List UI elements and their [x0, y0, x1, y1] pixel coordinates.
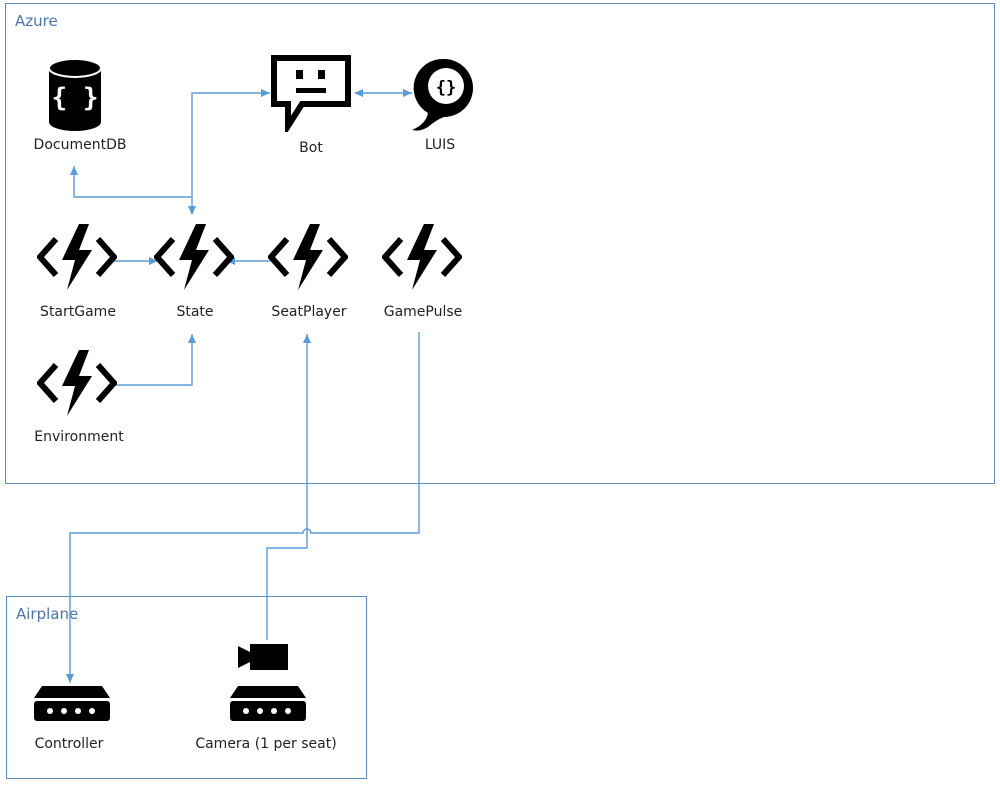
azure-group-title: Azure: [15, 12, 58, 30]
azure-group: Azure: [5, 3, 995, 484]
airplane-group-title: Airplane: [16, 605, 79, 623]
startgame-label: StartGame: [40, 304, 116, 320]
documentdb-label: DocumentDB: [33, 137, 127, 153]
svg-text:{}: {}: [436, 78, 456, 98]
gamepulse-label: GamePulse: [383, 304, 463, 320]
database-icon: { }: [48, 58, 102, 131]
luis-icon: {}: [412, 58, 474, 131]
camera-label: Camera (1 per seat): [195, 736, 337, 752]
luis-label: LUIS: [424, 137, 456, 153]
connector-state-bot: [188, 89, 270, 215]
device-icon: [34, 686, 110, 721]
connector-environment-state: [112, 334, 196, 386]
bot-label: Bot: [299, 140, 323, 156]
connector-state-documentdb: [70, 166, 192, 198]
function-icon: [37, 224, 117, 290]
function-icon: [154, 224, 234, 290]
camera-device-icon: [230, 644, 306, 721]
state-label: State: [176, 304, 214, 320]
controller-label: Controller: [34, 736, 104, 752]
function-icon: [37, 350, 117, 416]
connector-camera-seatplayer: [266, 334, 311, 640]
airplane-group: Airplane: [6, 596, 367, 779]
seatplayer-label: SeatPlayer: [271, 304, 347, 320]
function-icon: [382, 224, 462, 290]
function-icon: [268, 224, 348, 290]
environment-label: Environment: [34, 429, 124, 445]
bot-chat-icon: [271, 55, 351, 132]
svg-text:{ }: { }: [52, 83, 99, 113]
